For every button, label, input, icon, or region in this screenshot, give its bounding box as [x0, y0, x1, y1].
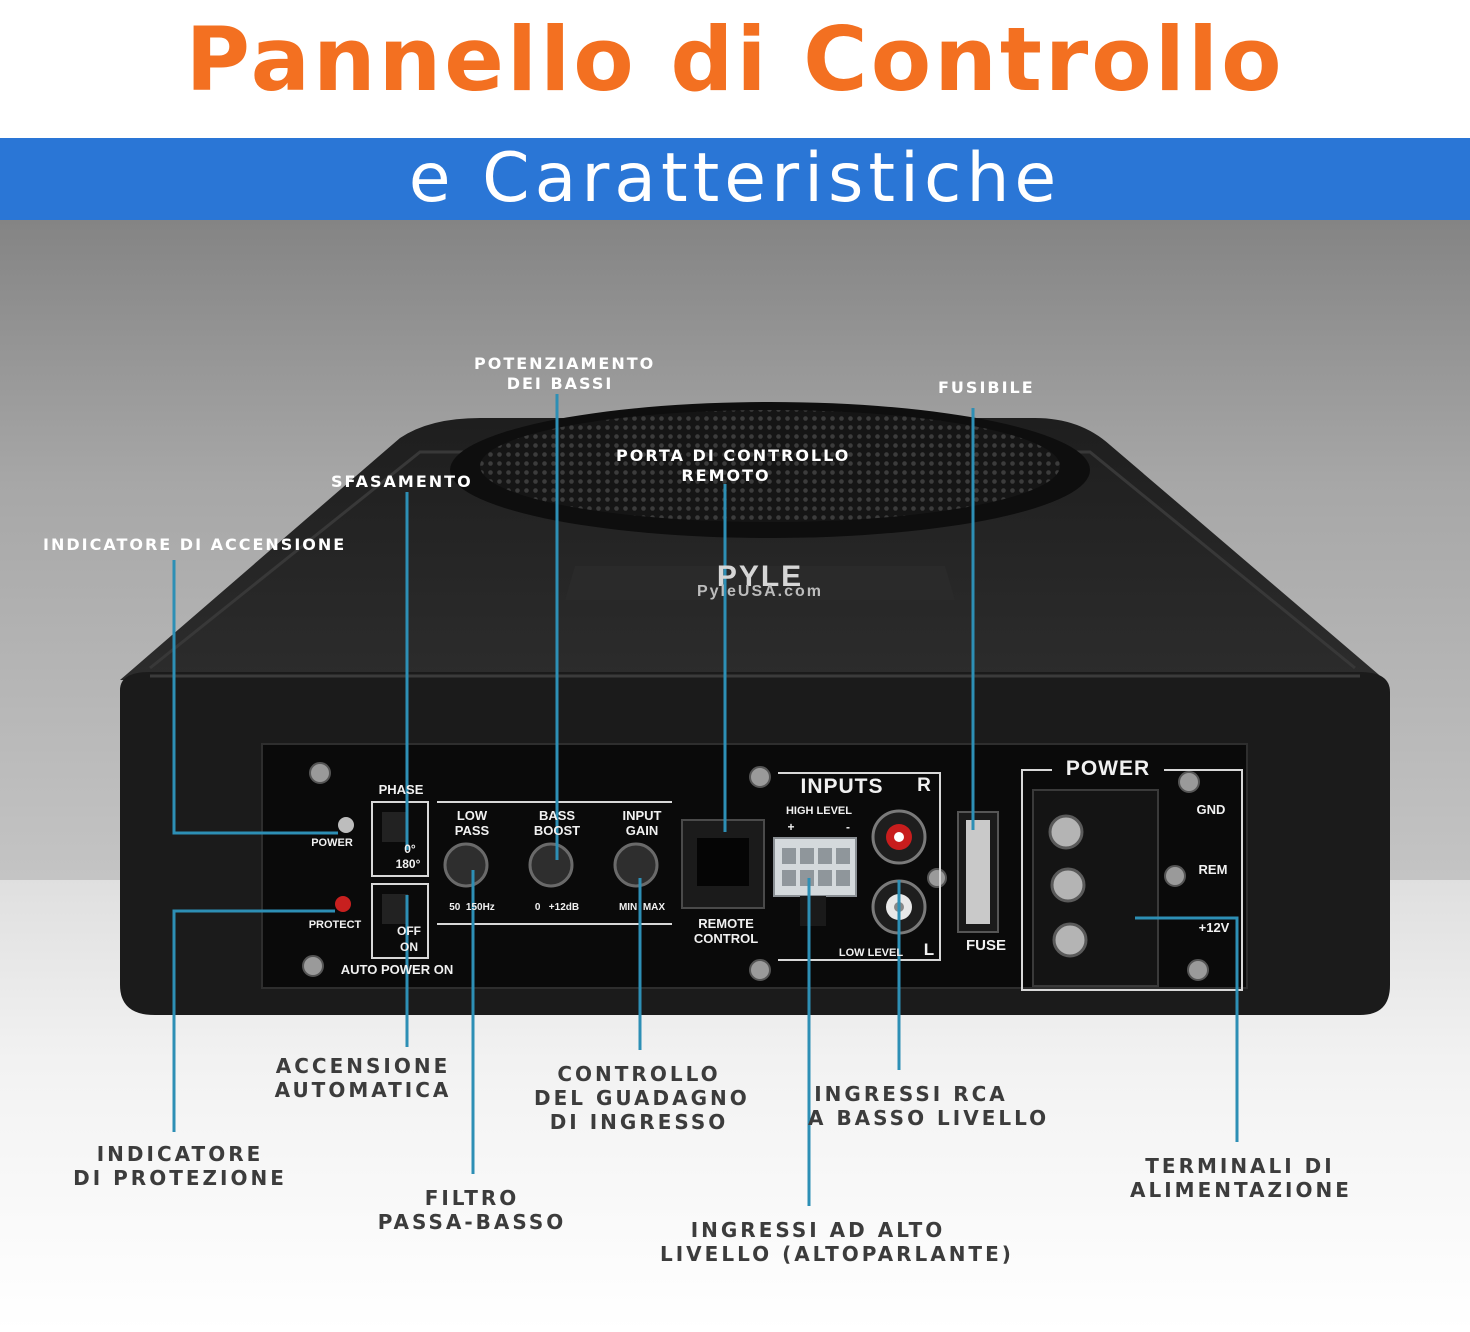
- high-minus-label: -: [846, 820, 850, 834]
- bass-boost-range: 0 +12dB: [534, 902, 580, 913]
- power-label: POWER: [1052, 758, 1164, 780]
- protect-led: [335, 896, 351, 912]
- callout-high-level-inputs: INGRESSI AD ALTO LIVELLO (ALTOPARLANTE): [660, 1218, 1014, 1266]
- rem-label: REM: [1198, 862, 1228, 877]
- subtitle-band: [0, 138, 1470, 220]
- callout-low-pass-filter: FILTRO PASSA-BASSO: [377, 1186, 567, 1234]
- high-plus-label: +: [787, 820, 795, 834]
- high-level-connector: [773, 837, 857, 897]
- fuse-label: FUSE: [965, 937, 1006, 954]
- brand-logo: PYLE: [716, 560, 804, 593]
- power-led: [338, 817, 354, 833]
- low-level-label: LOW LEVEL: [838, 947, 904, 959]
- callout-input-gain: CONTROLLO DEL GUADAGNO DI INGRESSO: [534, 1062, 750, 1134]
- page-subtitle: e Caratteristiche: [408, 139, 1062, 218]
- callout-remote-port: PORTA DI CONTROLLO REMOTO: [616, 446, 851, 485]
- callout-phase: SFASAMENTO: [331, 472, 473, 491]
- inputs-r-label: R: [917, 775, 931, 796]
- callout-power-indicator: INDICATORE DI ACCENSIONE: [43, 535, 347, 554]
- auto-power-switch: [371, 883, 429, 959]
- inputs-label: INPUTS: [800, 775, 884, 798]
- page-title: Pannello di Controllo: [185, 8, 1285, 111]
- phase-180-label: 180°: [395, 857, 421, 871]
- low-pass-label: LOW PASS: [454, 808, 490, 838]
- low-pass-knob: [443, 842, 489, 888]
- auto-power-on-label: AUTO POWER ON: [340, 962, 454, 977]
- callout-auto-power: ACCENSIONE AUTOMATICA: [274, 1054, 452, 1102]
- logo-plate: [565, 566, 955, 600]
- remote-control-label: REMOTE CONTROL: [693, 916, 759, 946]
- speaker-grille: [480, 410, 1060, 522]
- input-gain-knob: [613, 842, 659, 888]
- callout-fuse: FUSIBILE: [938, 378, 1035, 397]
- plus12v-label: +12V: [1198, 920, 1230, 935]
- gnd-label: GND: [1196, 802, 1226, 817]
- inputs-l-label: L: [923, 940, 935, 959]
- callout-rca-inputs: INGRESSI RCA A BASSO LIVELLO: [808, 1082, 1050, 1130]
- auto-off-label: OFF: [397, 924, 421, 938]
- auto-on-label: ON: [400, 940, 418, 954]
- callout-protect-indicator: INDICATORE DI PROTEZIONE: [73, 1142, 287, 1190]
- phase-label: PHASE: [378, 782, 424, 797]
- power-led-label: POWER: [311, 837, 353, 849]
- high-level-label: HIGH LEVEL: [785, 805, 852, 817]
- input-gain-label: INPUT GAIN: [622, 808, 662, 838]
- brand-website: PyleUSA.com: [696, 583, 824, 600]
- bass-boost-knob: [528, 842, 574, 888]
- protect-led-label: PROTECT: [308, 919, 362, 931]
- callout-bass-boost: POTENZIAMENTO DEI BASSI: [474, 354, 656, 393]
- callout-power-terminals: TERMINALI DI ALIMENTAZIONE: [1130, 1154, 1352, 1202]
- bass-boost-label: BASS BOOST: [533, 808, 581, 838]
- input-gain-range: MIN MAX: [618, 902, 666, 913]
- phase-switch: [371, 801, 429, 877]
- phase-0-label: 0°: [404, 842, 416, 856]
- low-pass-range: 50 150Hz: [449, 902, 495, 913]
